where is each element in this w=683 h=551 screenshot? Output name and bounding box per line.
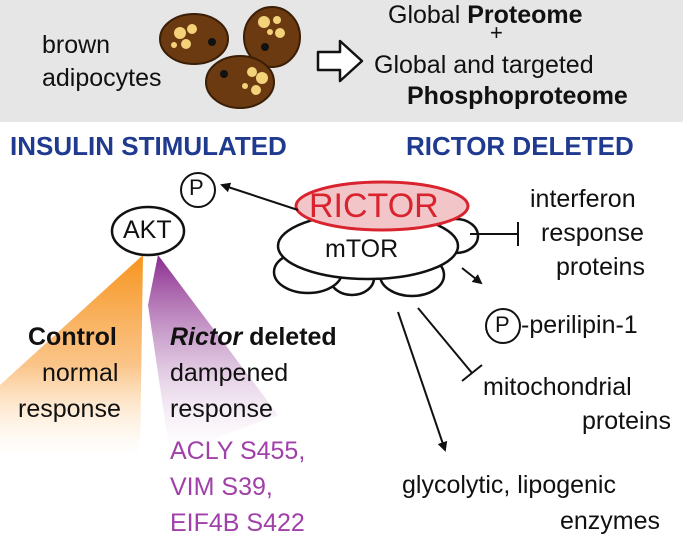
phospho-label: P (189, 175, 204, 200)
site-label: EIF4B S422 (170, 509, 305, 537)
rictor-response-wedge (148, 255, 278, 455)
interferon-line1: interferon (530, 185, 636, 213)
control-line2: response (18, 395, 121, 423)
rictor-rest: deleted (242, 323, 337, 351)
mitochondrial-inhibition-icon (417, 307, 483, 382)
adipocyte-cell-icon (205, 55, 275, 109)
glycolytic-line1: glycolytic, lipogenic (402, 471, 616, 499)
control-response-wedge (0, 255, 143, 455)
interferon-line3: proteins (556, 253, 645, 281)
rictor-deleted-title: RICTOR DELETED (406, 131, 634, 161)
phospho-label-line2: Phosphoproteome (407, 82, 628, 110)
site-label: ACLY S455, (170, 437, 306, 465)
perilipin-label: -perilipin-1 (521, 311, 638, 339)
interferon-line2: response (541, 219, 644, 247)
phospho-circle-icon (180, 172, 216, 208)
adipocyte-cell-icon (243, 6, 301, 68)
akt-node (110, 205, 186, 257)
phospho-label-line1: Global and targeted (374, 51, 594, 79)
akt-label: AKT (123, 216, 172, 244)
rictor-node (294, 180, 470, 232)
control-line1: normal (42, 359, 119, 387)
glycolytic-line2: enzymes (560, 507, 661, 535)
glycolytic-arrow (397, 311, 448, 452)
mtor-complex (272, 180, 480, 298)
proteome-prefix: Global (388, 1, 468, 29)
rictor-deleted-title: Rictor deleted (170, 322, 337, 352)
mitochondrial-line2: proteins (582, 407, 671, 435)
cells-label: adipocytes (42, 64, 162, 92)
mtor-label: mTOR (325, 235, 399, 263)
cells-label: brown (42, 31, 111, 59)
rictor-label: RICTOR (309, 187, 439, 225)
rictor-italic: Rictor (170, 323, 243, 351)
proteome-label: Global Proteome (388, 0, 583, 30)
perilipin-arrow (461, 267, 483, 285)
rictor-line1: dampened (170, 359, 289, 387)
adipocyte-cell-icon (159, 13, 229, 65)
block-arrow-icon (316, 39, 364, 83)
insulin-stimulated-title: INSULIN STIMULATED (10, 131, 287, 161)
interferon-inhibition-icon (470, 222, 519, 246)
rictor-line2: response (170, 395, 273, 423)
plus-sign: + (490, 20, 503, 45)
akt-phosphorylation-arrow (220, 182, 299, 211)
phospho-circle-icon (485, 308, 521, 344)
site-label: VIM S39, (170, 473, 273, 501)
proteome-bold: Proteome (467, 1, 583, 29)
mitochondrial-line1: mitochondrial (483, 373, 632, 401)
control-title: Control (28, 323, 117, 351)
perilipin-phospho-label: P (495, 312, 510, 337)
